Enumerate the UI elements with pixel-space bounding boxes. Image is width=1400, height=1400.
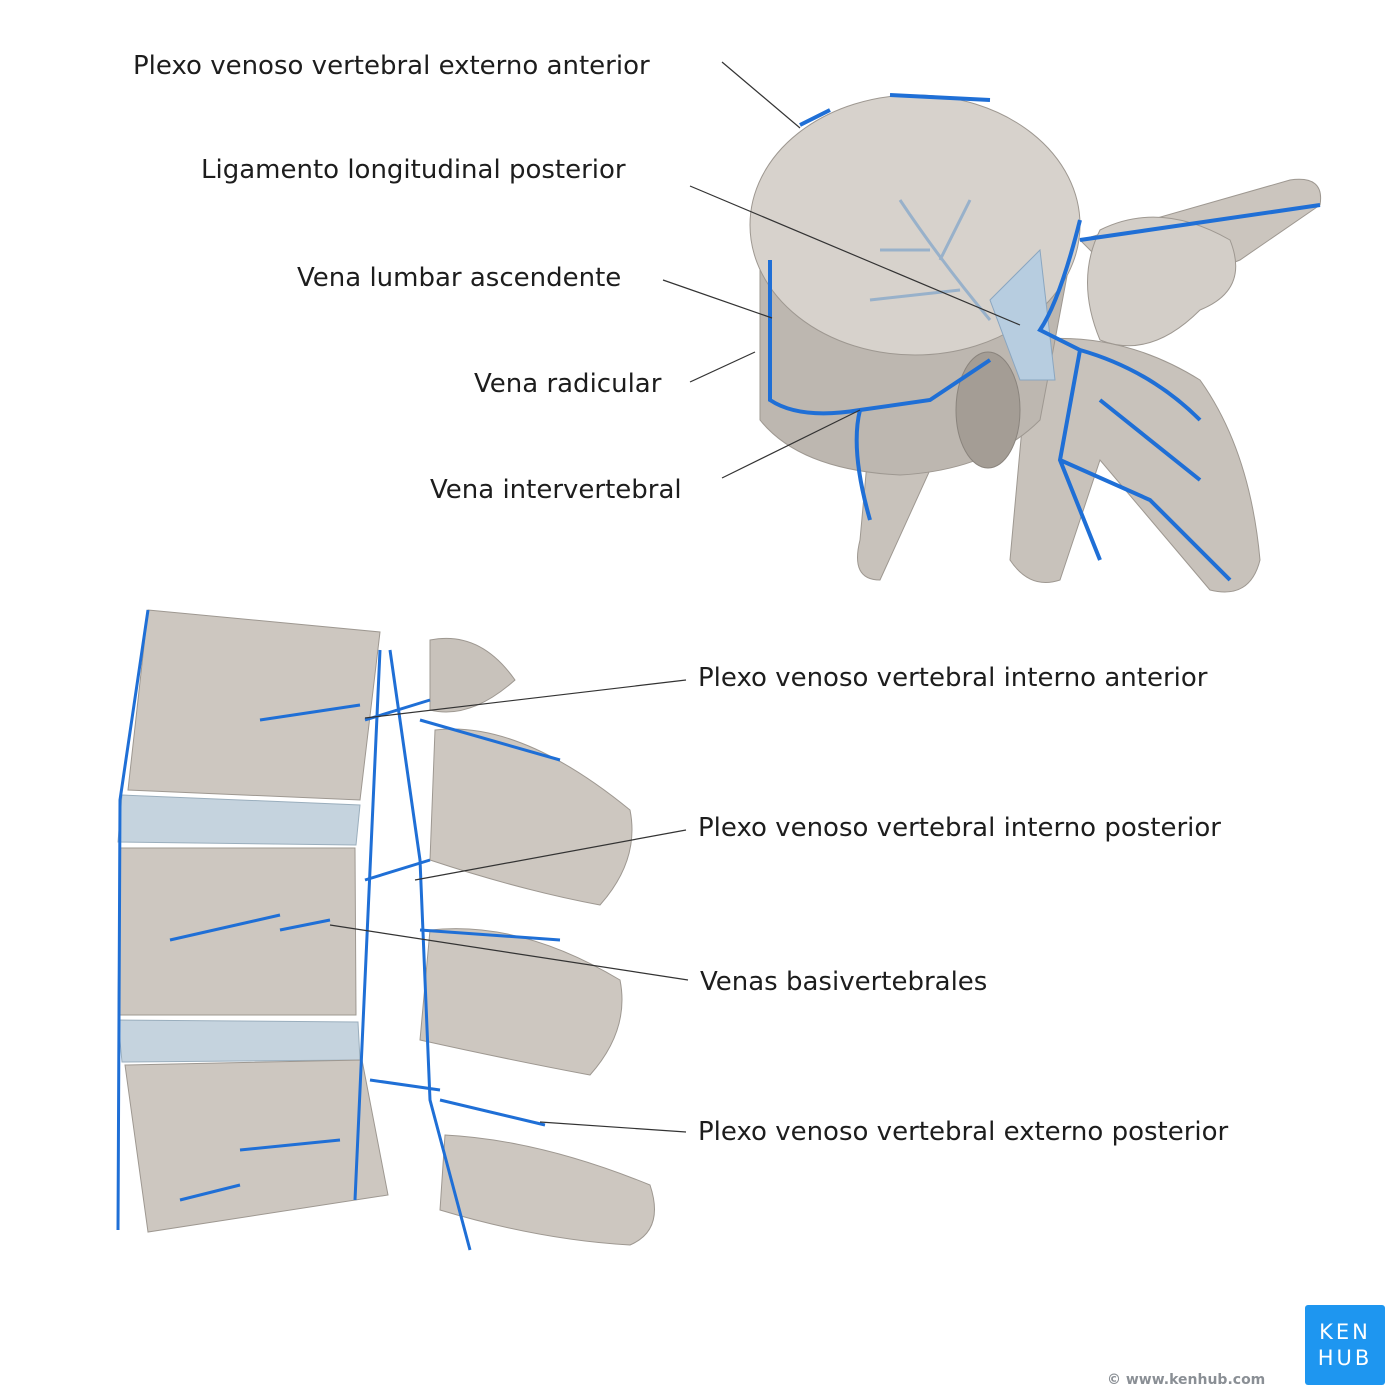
veins-top — [768, 93, 1321, 582]
label-ligamento-longitudinal-posterior: Ligamento longitudinal posterior — [201, 155, 626, 185]
intervertebral-disc-1 — [117, 794, 361, 846]
posterior-longitudinal-ligament — [989, 248, 1056, 381]
logo-line-1: KEN — [1319, 1320, 1371, 1344]
label-plexo-externo-posterior: Plexo venoso vertebral externo posterior — [698, 1117, 1229, 1147]
copyright-text: © www.kenhub.com — [1107, 1372, 1266, 1388]
label-vena-radicular: Vena radicular — [474, 369, 662, 399]
intervertebral-disc-2 — [117, 1019, 361, 1063]
label-vena-intervertebral: Vena intervertebral — [430, 475, 682, 505]
logo-line-2: HUB — [1317, 1346, 1373, 1370]
veins-bottom — [116, 609, 561, 1251]
superior-articular-process — [429, 637, 516, 713]
vertebral-body-3 — [124, 1059, 389, 1233]
label-plexo-interno-anterior: Plexo venoso vertebral interno anterior — [698, 663, 1208, 693]
label-vena-lumbar-ascendente: Vena lumbar ascendente — [297, 263, 622, 293]
basivertebral-branches-top — [869, 199, 992, 321]
spinous-process-3 — [439, 1134, 655, 1246]
sagittal-spine-illustration — [116, 609, 655, 1251]
vertebral-body-2 — [117, 847, 357, 1016]
kenhub-logo: KEN HUB — [1305, 1305, 1385, 1385]
superior-articular-process — [1087, 216, 1237, 347]
vertebral-body-1 — [127, 609, 381, 801]
label-venas-basivertebrales: Venas basivertebrales — [700, 967, 988, 997]
superior-vertebra-illustration — [749, 93, 1322, 593]
label-plexo-externo-anterior: Plexo venoso vertebral externo anterior — [133, 51, 650, 81]
spinous-process-2 — [419, 928, 623, 1076]
spinous-process-1 — [429, 728, 633, 906]
spinous-section — [955, 351, 1021, 469]
leader-lines — [329, 61, 1021, 1133]
label-plexo-interno-posterior: Plexo venoso vertebral interno posterior — [698, 813, 1221, 843]
